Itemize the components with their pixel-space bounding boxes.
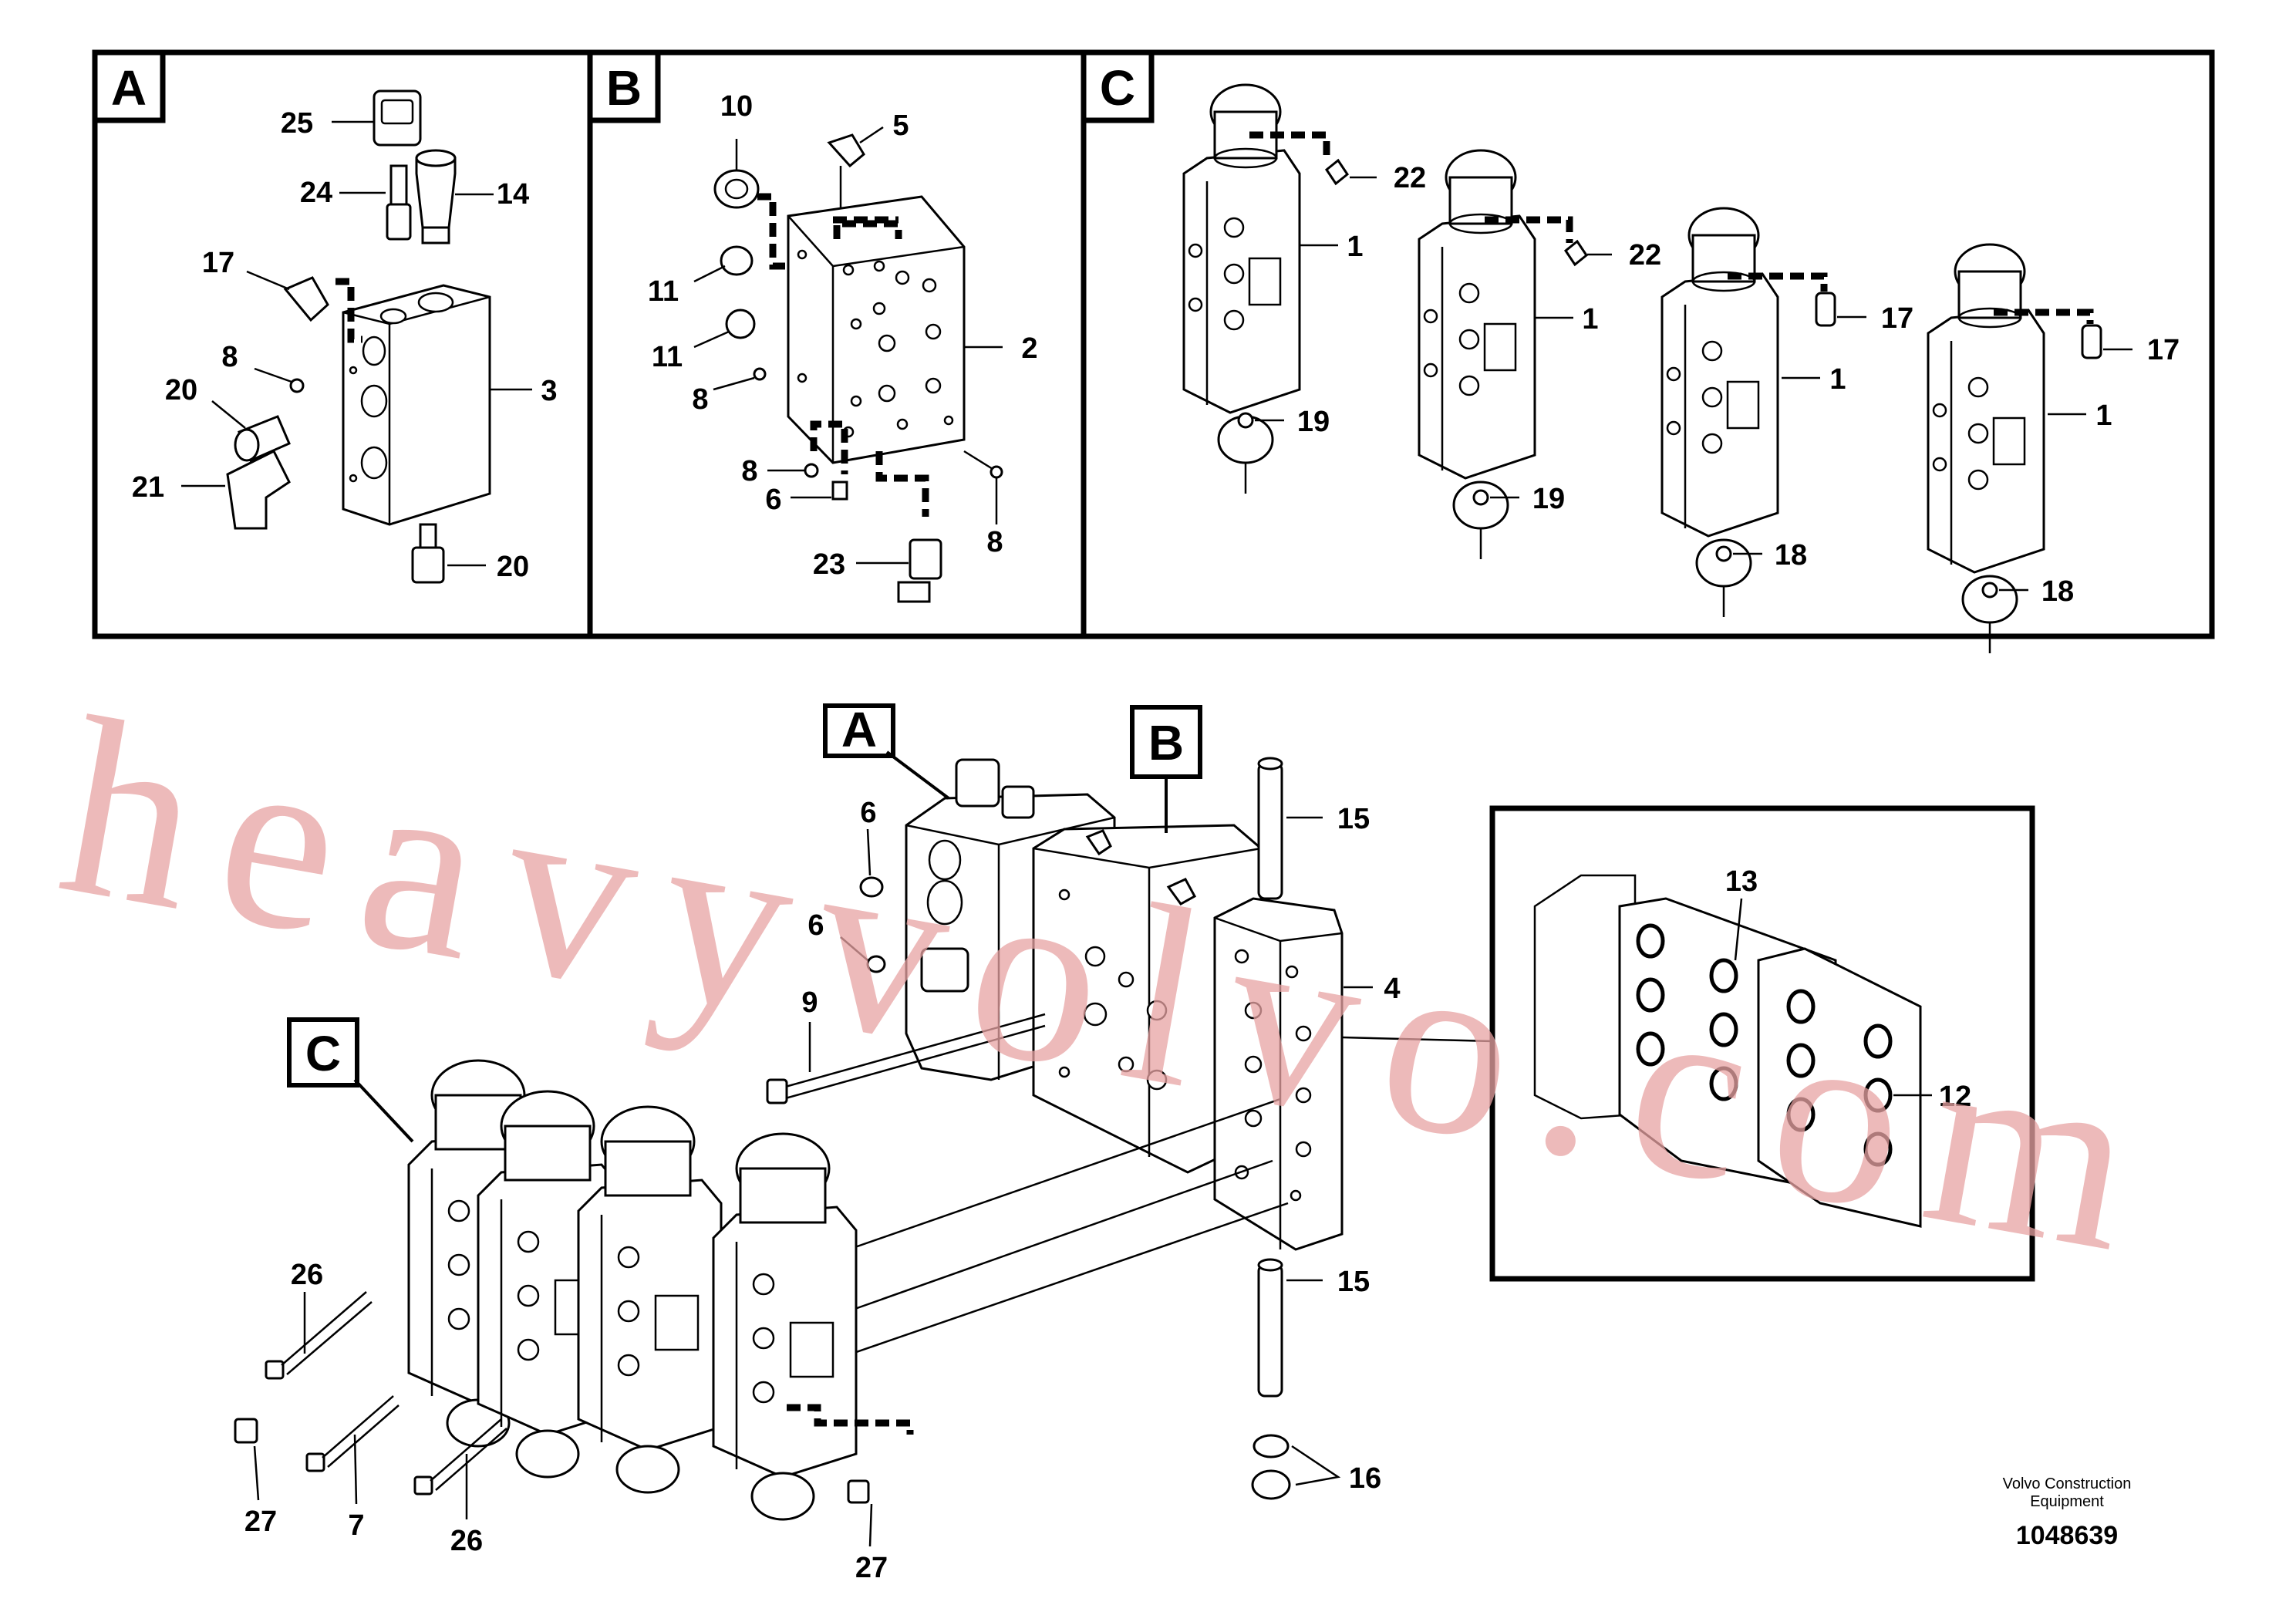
main-label-a: A xyxy=(823,702,950,800)
callout-22-b: 22 xyxy=(1629,239,1661,271)
callout-6-main-1: 6 xyxy=(860,797,876,829)
callout-11-lower: 11 xyxy=(652,341,683,373)
callout-11-upper: 11 xyxy=(648,275,679,308)
company-line-1: Volvo Construction xyxy=(2003,1475,2132,1492)
callout-17-d: 17 xyxy=(2147,334,2180,366)
drawing-number: 1048639 xyxy=(2016,1521,2118,1550)
panel-c-drawing xyxy=(1182,83,2132,653)
callout-3: 3 xyxy=(541,375,557,407)
panel-c-label: C xyxy=(1081,49,1155,123)
callout-25: 25 xyxy=(281,107,313,140)
callout-18-d: 18 xyxy=(2041,575,2074,608)
callout-20: 20 xyxy=(165,374,197,406)
callout-23: 23 xyxy=(813,548,845,581)
main-assembly-drawing xyxy=(234,757,2035,1547)
callout-6-main-2: 6 xyxy=(807,909,824,942)
callout-15-lower: 15 xyxy=(1337,1266,1370,1298)
callout-8: 8 xyxy=(221,341,238,373)
callout-19-b: 19 xyxy=(1532,483,1565,515)
callout-27-right: 27 xyxy=(855,1552,888,1584)
callout-8-b2: 8 xyxy=(741,455,757,487)
callout-1-b: 1 xyxy=(1582,303,1598,336)
callout-10: 10 xyxy=(720,90,753,123)
callout-27-left: 27 xyxy=(244,1506,277,1538)
callout-1-c: 1 xyxy=(1829,363,1846,396)
main-label-c: C xyxy=(287,1017,414,1143)
svg-text:C: C xyxy=(305,1026,341,1081)
svg-text:C: C xyxy=(1100,60,1135,116)
svg-text:A: A xyxy=(111,60,147,116)
callout-16: 16 xyxy=(1349,1462,1381,1495)
callout-21: 21 xyxy=(132,471,164,504)
callout-17-c: 17 xyxy=(1881,302,1913,335)
svg-text:B: B xyxy=(606,60,642,116)
callout-5: 5 xyxy=(892,110,909,142)
callout-9: 9 xyxy=(801,986,818,1019)
callout-4: 4 xyxy=(1384,973,1400,1005)
svg-text:A: A xyxy=(841,702,877,757)
callout-26-right: 26 xyxy=(450,1525,483,1557)
callout-12: 12 xyxy=(1939,1081,1971,1113)
callout-19-a: 19 xyxy=(1297,406,1330,438)
panel-b-drawing xyxy=(693,126,1003,603)
callout-18-c: 18 xyxy=(1775,539,1807,572)
callout-7: 7 xyxy=(348,1509,364,1542)
main-label-b: B xyxy=(1130,705,1202,833)
company-line-2: Equipment xyxy=(2030,1493,2104,1510)
callout-24: 24 xyxy=(300,177,332,209)
callout-1-a: 1 xyxy=(1347,231,1363,263)
watermark: heavyvolvo.com xyxy=(44,664,2182,1310)
footer-block: Volvo Construction Equipment 1048639 xyxy=(2003,1475,2132,1550)
callout-15-upper: 15 xyxy=(1337,803,1370,835)
panel-b-label: B xyxy=(587,49,661,123)
callout-13: 13 xyxy=(1725,865,1758,898)
callout-8-b3: 8 xyxy=(986,526,1003,558)
panel-a-drawing xyxy=(181,89,532,584)
callout-8-b1: 8 xyxy=(692,383,708,416)
svg-text:B: B xyxy=(1148,715,1184,771)
callout-20-lower: 20 xyxy=(497,551,529,583)
panel-a-label: A xyxy=(92,49,166,123)
callout-22-a: 22 xyxy=(1394,162,1426,194)
callout-26-left: 26 xyxy=(291,1259,323,1291)
callout-1-d: 1 xyxy=(2095,400,2112,432)
callout-2: 2 xyxy=(1021,332,1037,365)
callout-17: 17 xyxy=(202,247,234,279)
callout-6-b: 6 xyxy=(765,484,781,516)
callout-14: 14 xyxy=(497,178,529,211)
